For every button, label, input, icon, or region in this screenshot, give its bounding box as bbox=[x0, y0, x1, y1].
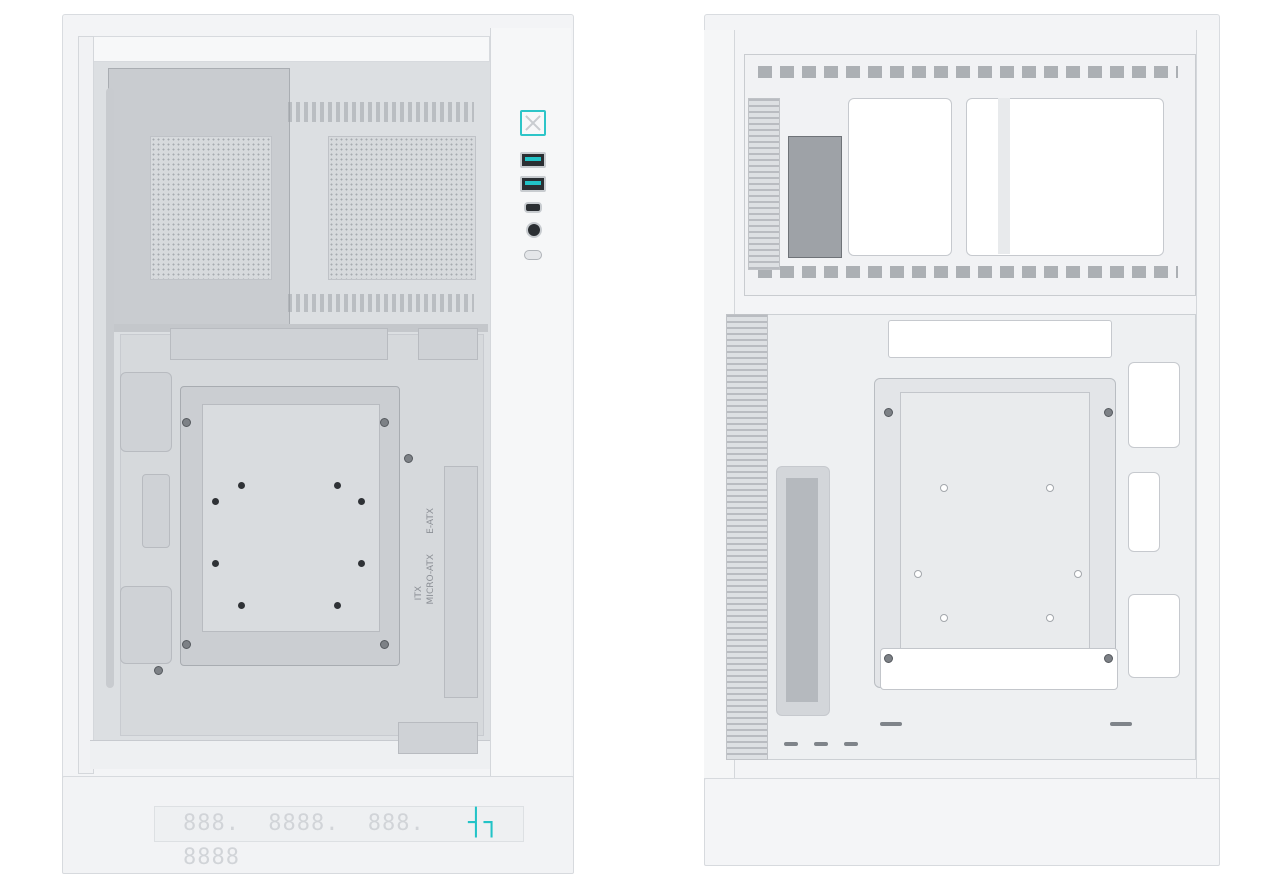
standoff bbox=[238, 482, 245, 489]
motherboard-label-matx: MICRO-ATX bbox=[426, 554, 436, 605]
cable-channel-inner bbox=[786, 478, 818, 702]
rear-fin-strip bbox=[726, 314, 768, 760]
standoff bbox=[358, 498, 365, 505]
screw bbox=[1104, 654, 1113, 663]
cable-cutout-3 bbox=[120, 586, 172, 664]
screw bbox=[1104, 408, 1113, 417]
psu-mesh-right bbox=[328, 136, 476, 280]
top-cutout-right bbox=[418, 328, 478, 360]
screw bbox=[380, 418, 389, 427]
vent-strip-top bbox=[288, 102, 474, 122]
cable-cutout-1 bbox=[120, 372, 172, 452]
screw bbox=[404, 454, 413, 463]
screw bbox=[182, 418, 191, 427]
case-base bbox=[704, 778, 1220, 866]
standoff bbox=[212, 498, 219, 505]
standoff bbox=[334, 482, 341, 489]
grommet-hole bbox=[1128, 472, 1160, 552]
side-fins bbox=[748, 98, 780, 270]
psu-mesh-left bbox=[150, 136, 272, 280]
motherboard-inner bbox=[202, 404, 380, 632]
brand-logo: ┤┐ bbox=[468, 808, 500, 838]
bottom-slot bbox=[784, 742, 798, 746]
bottom-slot bbox=[1110, 722, 1132, 726]
top-frame bbox=[80, 36, 490, 62]
cpu-cutout-opening bbox=[880, 648, 1118, 690]
standoff-hole bbox=[914, 570, 922, 578]
grommet-hole bbox=[1128, 594, 1180, 678]
standoff-hole bbox=[940, 614, 948, 622]
cable-cutout-2 bbox=[142, 474, 170, 548]
rear-frame-right bbox=[1196, 30, 1219, 778]
power-button[interactable] bbox=[520, 110, 546, 136]
screw bbox=[380, 640, 389, 649]
front-io-strip bbox=[490, 28, 571, 784]
pci-brackets bbox=[398, 722, 478, 754]
lcd-gpu-temp: 888. bbox=[367, 811, 425, 836]
psu-opening-right bbox=[966, 98, 1164, 256]
lcd-cpu-usage: 8888. bbox=[268, 811, 340, 836]
left-frame bbox=[78, 36, 94, 774]
bottom-slot bbox=[814, 742, 828, 746]
psu-opening-divider bbox=[998, 98, 1010, 254]
standoff bbox=[358, 560, 365, 567]
standoff bbox=[238, 602, 245, 609]
usb-c-port[interactable] bbox=[524, 202, 542, 213]
vent-strip-bottom bbox=[288, 294, 474, 312]
usb-a-port[interactable] bbox=[520, 152, 546, 168]
standoff-hole bbox=[940, 484, 948, 492]
motherboard-label-itx: ITX bbox=[414, 586, 424, 601]
standoff-hole bbox=[1074, 570, 1082, 578]
rear-case-view bbox=[704, 14, 1224, 866]
right-cutout bbox=[444, 466, 478, 698]
psu-connector-block bbox=[788, 136, 842, 258]
internal-cable bbox=[106, 88, 114, 688]
bottom-slot bbox=[844, 742, 858, 746]
grommet-hole bbox=[1128, 362, 1180, 448]
cpu-cutout-inner bbox=[900, 392, 1090, 654]
top-cutout-left bbox=[170, 328, 388, 360]
lcd-cpu-temp: 888. bbox=[183, 811, 240, 836]
lcd-gpu-usage: 8888 bbox=[183, 845, 240, 870]
standoff bbox=[334, 602, 341, 609]
audio-jack[interactable] bbox=[526, 222, 542, 238]
reset-button[interactable] bbox=[524, 250, 542, 260]
standoff-hole bbox=[1046, 614, 1054, 622]
usb-a-port[interactable] bbox=[520, 176, 546, 192]
cable-slot-top bbox=[888, 320, 1112, 358]
standoff bbox=[212, 560, 219, 567]
screw bbox=[182, 640, 191, 649]
vent-row-top bbox=[758, 66, 1178, 78]
bottom-slot bbox=[880, 722, 902, 726]
standoff-hole bbox=[1046, 484, 1054, 492]
vent-row-bottom bbox=[758, 266, 1178, 278]
screw bbox=[884, 654, 893, 663]
motherboard-label-eatx: E-ATX bbox=[426, 508, 436, 534]
screw bbox=[154, 666, 163, 675]
lcd-display: 888. 8888. 888. 8888 bbox=[154, 806, 524, 870]
screw bbox=[884, 408, 893, 417]
psu-opening-left bbox=[848, 98, 952, 256]
front-case-view: ITX MICRO-ATX E-ATX 888. 8888. 888. 8888… bbox=[62, 14, 574, 874]
